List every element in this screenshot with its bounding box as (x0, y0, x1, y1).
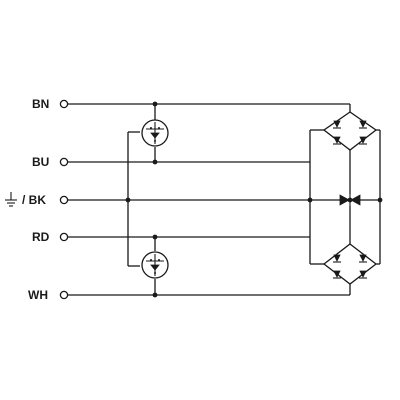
terminal-label-bu: BU (32, 155, 49, 169)
wire-wh (68, 284, 351, 296)
terminal-bn (59, 99, 69, 109)
terminal-label-bk: / BK (22, 193, 46, 207)
wire-bn (68, 103, 351, 112)
ground-icon (5, 192, 17, 207)
terminal-label-rd: RD (32, 230, 50, 244)
lower-sensor (141, 251, 169, 279)
terminal-label-bn: BN (32, 97, 49, 111)
bidirectional-diode-icon (338, 194, 362, 206)
terminal-rd (59, 232, 69, 242)
terminal-wh (59, 290, 69, 300)
terminal-bu (59, 157, 69, 167)
terminal-bk (59, 195, 69, 205)
upper-bridge-rectifier (322, 111, 378, 200)
lower-bridge-rectifier (322, 200, 378, 285)
junction-dots (125, 101, 383, 298)
upper-sensor (141, 119, 169, 147)
terminal-label-wh: WH (28, 288, 48, 302)
